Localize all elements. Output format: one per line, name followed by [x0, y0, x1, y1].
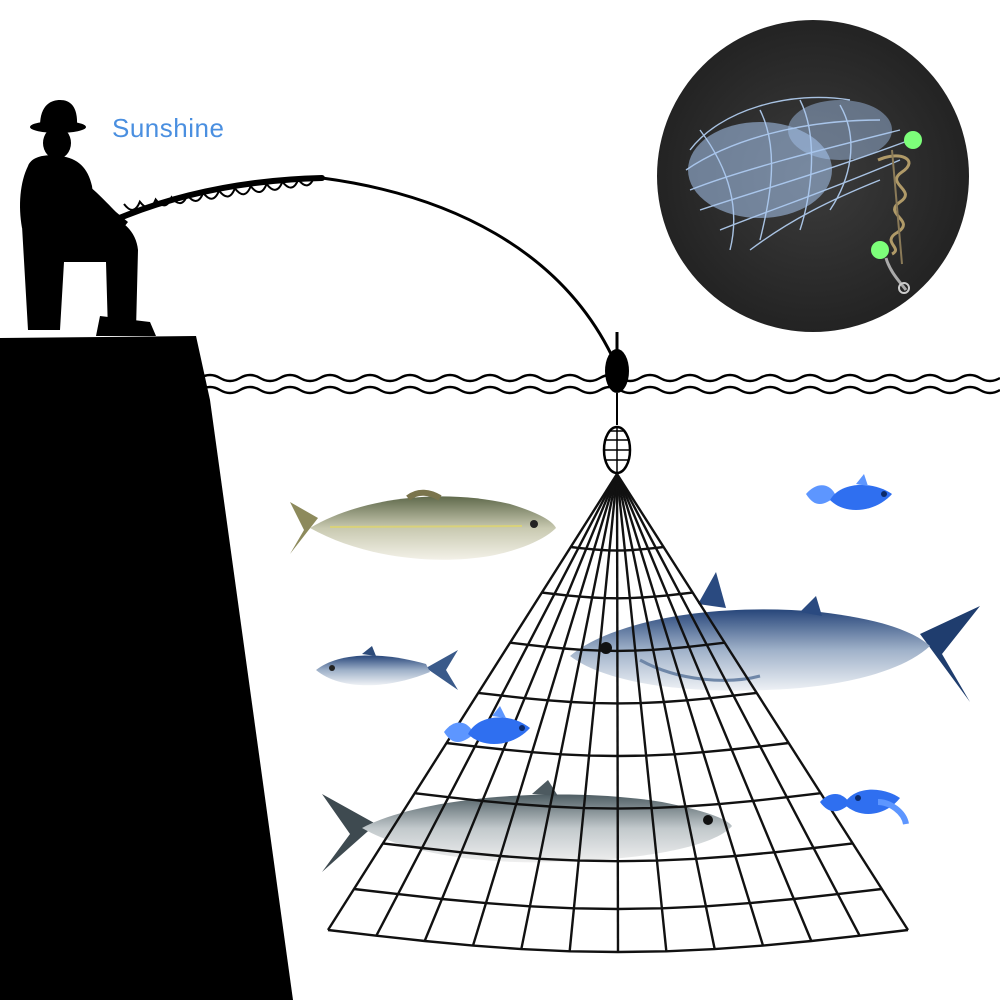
net-ring: [327, 928, 909, 954]
goldfish-icon: [820, 789, 909, 825]
net-line: [615, 473, 910, 931]
bobber-icon: [605, 332, 629, 425]
net-ring: [353, 887, 882, 911]
net-line: [615, 473, 620, 953]
net-line: [471, 473, 619, 946]
bead-icon: [871, 241, 889, 259]
fishing-line: [321, 176, 614, 357]
fish-icon: [570, 572, 980, 702]
net-ring: [478, 691, 757, 705]
net-line: [615, 473, 861, 937]
net-line: [615, 473, 716, 950]
goldfish-icon: [444, 706, 530, 745]
goldfish-icon: [806, 474, 892, 511]
fish-icon: [290, 489, 556, 560]
net-ring: [570, 545, 664, 552]
fish-icon: [322, 780, 732, 872]
net-ring: [414, 792, 821, 810]
net-ring: [509, 641, 725, 653]
net-ring: [541, 591, 693, 600]
net-line: [615, 473, 668, 952]
net-line: [615, 473, 765, 946]
net-line: [568, 473, 619, 952]
net-line: [375, 473, 619, 937]
net-ring: [446, 741, 789, 758]
spring-feeder-icon: [877, 149, 911, 265]
pier-silhouette: [0, 336, 293, 1000]
fish-icon: [316, 646, 458, 690]
bead-icon: [904, 131, 922, 149]
net-line: [326, 473, 619, 931]
net-ring: [382, 842, 853, 863]
fishing-rod: [107, 175, 325, 225]
net-line: [615, 473, 813, 942]
brand-label: Sunshine: [112, 113, 225, 143]
net-line: [423, 473, 619, 942]
product-inset-photo: [657, 20, 969, 332]
spring-feeder-icon: [602, 425, 632, 475]
net-line: [520, 473, 619, 950]
rod-line-guides: [123, 176, 316, 211]
cast-net: [326, 473, 910, 954]
water-surface: [199, 373, 1000, 395]
fisherman-silhouette-icon: [20, 100, 156, 336]
